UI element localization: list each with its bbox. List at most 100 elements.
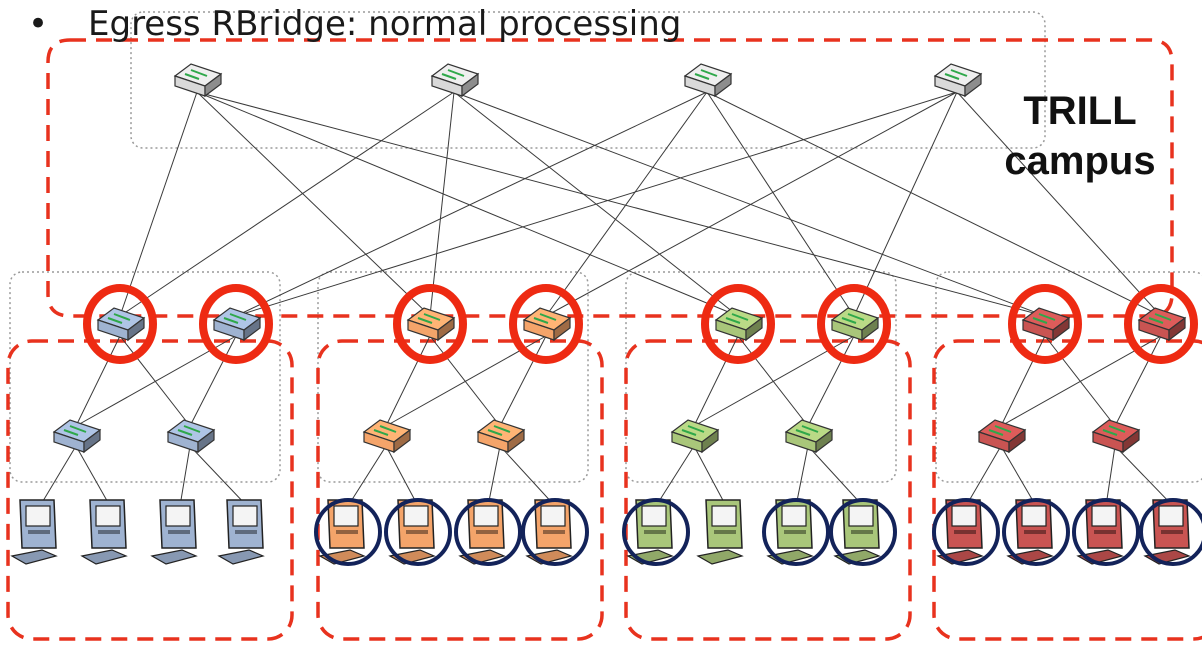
switch-led xyxy=(373,425,397,436)
workstation-slot xyxy=(714,530,736,534)
switch-led xyxy=(681,425,705,436)
destination-host-ring xyxy=(1072,498,1140,566)
destination-host-ring xyxy=(1002,498,1070,566)
core-agg-link xyxy=(196,91,1046,317)
switch-led xyxy=(533,313,557,324)
core-agg-link xyxy=(706,91,1162,317)
workstation-red-4 xyxy=(1143,499,1191,565)
core-agg-link xyxy=(545,91,958,317)
access-switch-green-2 xyxy=(784,419,834,454)
workstation-keyboard xyxy=(10,549,58,565)
access-host-link xyxy=(795,445,809,507)
switch-led xyxy=(988,425,1012,436)
workstation-blue-4 xyxy=(217,499,265,565)
workstation-slot xyxy=(1024,530,1046,534)
workstation-red-1 xyxy=(936,499,984,565)
core-agg-link xyxy=(706,91,855,317)
workstation-screen xyxy=(95,505,121,527)
access-switch-blue-1 xyxy=(52,419,102,454)
switch-led xyxy=(441,69,465,80)
lan-region-green xyxy=(624,339,912,641)
access-host-link xyxy=(347,445,387,507)
workstation-screen xyxy=(540,505,566,527)
switch-led xyxy=(487,425,511,436)
core-agg-link xyxy=(196,91,739,317)
workstation-slot xyxy=(28,530,50,534)
workstation-screen xyxy=(848,505,874,527)
workstation-orange-1 xyxy=(318,499,366,565)
workstation-slot xyxy=(851,530,873,534)
workstation-slot xyxy=(543,530,565,534)
destination-host-ring xyxy=(1139,498,1202,566)
access-switch-green-1 xyxy=(670,419,720,454)
workstation-slot xyxy=(954,530,976,534)
switch-led xyxy=(1102,425,1126,436)
agg-access-link xyxy=(75,335,121,427)
ring-layer xyxy=(83,284,1202,566)
switch-side xyxy=(437,316,455,342)
switch-side xyxy=(461,72,479,98)
switch-side xyxy=(964,72,982,98)
workstation-slot xyxy=(336,530,358,534)
agg-access-link xyxy=(807,335,855,427)
switch-led xyxy=(63,425,87,436)
switch-side xyxy=(127,316,145,342)
core-agg-link xyxy=(119,91,198,317)
lan-region-red xyxy=(932,339,1202,641)
core-agg-link xyxy=(235,91,958,317)
egress-rbridge-ring xyxy=(83,284,157,364)
rbridge-red-2 xyxy=(1137,307,1187,342)
access-host-link xyxy=(189,445,248,507)
switch-side xyxy=(393,428,411,454)
rbridge-orange-1 xyxy=(406,307,456,342)
access-switch-red-2 xyxy=(1091,419,1141,454)
core-agg-link xyxy=(429,91,455,317)
access-host-link xyxy=(1105,445,1116,507)
access-host-link xyxy=(655,445,695,507)
access-switch-orange-2 xyxy=(476,419,526,454)
destination-host-ring xyxy=(384,498,452,566)
workstation-screen xyxy=(165,505,191,527)
workstation-green-2 xyxy=(696,499,744,565)
switch-led xyxy=(177,425,201,436)
workstation-screen xyxy=(951,505,977,527)
rbridge-green-2 xyxy=(830,307,880,342)
workstation-blue-3 xyxy=(150,499,198,565)
switch-side xyxy=(83,428,101,454)
core-agg-link xyxy=(545,91,708,317)
workstation-screen xyxy=(641,505,667,527)
campus-label-line2: campus xyxy=(1004,139,1156,183)
rbridge-green-1 xyxy=(714,307,764,342)
workstation-blue-1 xyxy=(10,499,58,565)
workstation-screen xyxy=(232,505,258,527)
core-agg-link xyxy=(956,91,1162,317)
agg-access-link xyxy=(693,335,739,427)
rbridge-blue-1 xyxy=(96,307,146,342)
workstation-screen xyxy=(1021,505,1047,527)
campus-label-line1: TRILL xyxy=(1023,89,1137,133)
workstation-screen xyxy=(403,505,429,527)
switch-side xyxy=(745,316,763,342)
workstation-slot xyxy=(235,530,257,534)
workstation-screen xyxy=(1091,505,1117,527)
access-switch-red-1 xyxy=(977,419,1027,454)
core-agg-link xyxy=(235,91,708,317)
access-host-link xyxy=(1114,445,1174,507)
rbridge-blue-2 xyxy=(212,307,262,342)
core-switch-1 xyxy=(173,63,223,98)
bullet-glyph: • xyxy=(28,4,49,44)
switch-led xyxy=(223,313,247,324)
switch-led xyxy=(725,313,749,324)
egress-rbridge-ring xyxy=(509,284,583,364)
egress-rbridge-ring xyxy=(1124,284,1198,364)
destination-host-ring xyxy=(622,498,690,566)
switch-led xyxy=(944,69,968,80)
switch-side xyxy=(243,316,261,342)
workstation-screen xyxy=(25,505,51,527)
access-host-link xyxy=(499,445,556,507)
workstation-keyboard xyxy=(80,549,128,565)
access-host-link xyxy=(385,445,419,507)
switch-led xyxy=(841,313,865,324)
switch-side xyxy=(197,428,215,454)
